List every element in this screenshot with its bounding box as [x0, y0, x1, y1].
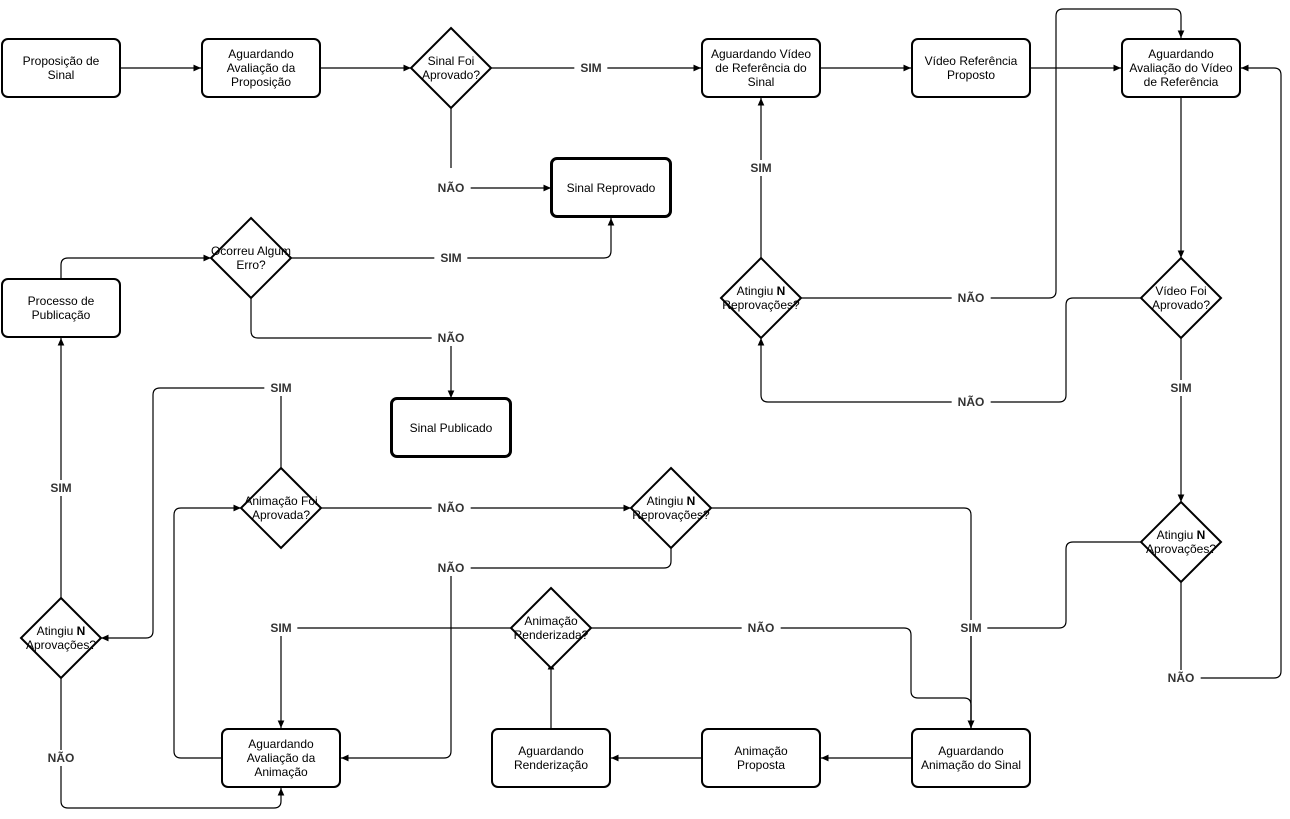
- edge-reprov-anim-sim: [711, 507, 975, 728]
- decision-label-part: Reprovações?: [632, 508, 710, 522]
- edge-label-sim: SIM: [1164, 380, 1198, 396]
- edge-label-sim: SIM: [954, 620, 988, 636]
- node-aguardando-avaliacao-video[interactable]: Aguardando Avaliação do Vídeo de Referên…: [1121, 38, 1241, 98]
- edge-label-sim: SIM: [264, 380, 298, 396]
- decision-reprov-anim-shape: [629, 466, 713, 550]
- node-aguardando-avaliacao-proposicao[interactable]: Aguardando Avaliação da Proposição: [201, 38, 321, 98]
- node-label: Aguardando Avaliação do Vídeo de Referên…: [1129, 47, 1233, 89]
- node-aguardando-video-referencia[interactable]: Aguardando Vídeo de Referência do Sinal: [701, 38, 821, 98]
- node-video-referencia-proposto[interactable]: Vídeo Referência Proposto: [911, 38, 1031, 98]
- node-label: Animação Proposta: [734, 744, 788, 772]
- node-aguardando-animacao[interactable]: Aguardando Animação do Sinal: [911, 728, 1031, 788]
- edge-label-nao: NÃO: [431, 180, 471, 196]
- decision-label: Sinal Foi Aprovado?: [421, 54, 481, 82]
- decision-anim-aprovada[interactable]: Animação Foi Aprovada?: [231, 488, 331, 528]
- edge-reprov-anim-nao: [341, 548, 672, 762]
- decision-label-part: Aprovações?: [25, 638, 97, 652]
- decision-label: Animação Foi Aprovada?: [244, 494, 318, 522]
- edge-sinal-aprovado-nao: [450, 108, 551, 188]
- node-sinal-publicado[interactable]: Sinal Publicado: [390, 397, 512, 458]
- decision-label-part: Reprovações?: [722, 298, 800, 312]
- decision-anim-aprovada-shape: [239, 466, 323, 550]
- decision-sinal-aprovado[interactable]: Sinal Foi Aprovado?: [401, 48, 501, 88]
- edge-publicacao-to-erro: [60, 254, 211, 278]
- decision-ocorreu-erro-shape: [209, 216, 293, 300]
- decision-label-n: N: [776, 284, 786, 298]
- edge-video-aprovado-nao: [757, 297, 1141, 403]
- node-animacao-proposta[interactable]: Animação Proposta: [701, 728, 821, 788]
- edge-renderizada-sim: [277, 627, 511, 728]
- edge-aprov-video-sim: [967, 541, 1141, 728]
- edge-aprov-anim-nao: [60, 678, 285, 809]
- decision-ocorreu-erro[interactable]: Ocorreu Algum Erro?: [201, 238, 301, 278]
- decision-label-part: Atingiu: [1156, 528, 1197, 542]
- node-label: Processo de Publicação: [27, 294, 95, 322]
- node-label: Aguardando Renderização: [513, 744, 589, 772]
- edge-avaliacao-anim-to-aprovada: [173, 504, 241, 759]
- node-sinal-reprovado[interactable]: Sinal Reprovado: [550, 157, 672, 218]
- node-label: Proposição de Sinal: [22, 54, 100, 82]
- edge-reprov-video-nao: [801, 8, 1185, 299]
- decision-label: Animação Renderizada?: [513, 614, 589, 642]
- decision-label-part: Atingiu: [36, 624, 77, 638]
- edge-aprov-video-nao: [1180, 64, 1282, 679]
- decision-shapes: [19, 26, 1223, 680]
- decision-label-n: N: [686, 494, 696, 508]
- node-label: Vídeo Referência Proposto: [924, 54, 1018, 82]
- node-label: Sinal Reprovado: [566, 180, 656, 195]
- edge-label-nao: NÃO: [1161, 670, 1201, 686]
- decision-label-n: N: [76, 624, 86, 638]
- node-aguardando-renderizacao[interactable]: Aguardando Renderização: [491, 728, 611, 788]
- decision-label-n: N: [1196, 528, 1206, 542]
- node-label: Aguardando Vídeo de Referência do Sinal: [710, 47, 812, 89]
- edge-label-nao: NÃO: [951, 290, 991, 306]
- edge-label-nao: NÃO: [431, 330, 471, 346]
- edge-erro-sim: [291, 218, 615, 259]
- node-label: Aguardando Avaliação da Proposição: [226, 47, 296, 89]
- edge-renderizada-nao: [591, 627, 975, 728]
- edge-label-nao: NÃO: [951, 394, 991, 410]
- decision-renderizada[interactable]: Animação Renderizada?: [501, 608, 601, 648]
- decision-video-aprovado-shape: [1139, 256, 1223, 340]
- edge-label-nao: NÃO: [431, 500, 471, 516]
- decision-label-part: Aprovações?: [1145, 542, 1217, 556]
- edge-anim-aprovada-sim: [101, 387, 282, 642]
- edge-label-nao: NÃO: [431, 560, 471, 576]
- edge-label-nao: NÃO: [41, 750, 81, 766]
- node-label: Aguardando Avaliação da Animação: [246, 737, 316, 779]
- decision-reprov-video-shape: [719, 256, 803, 340]
- node-proposicao-sinal[interactable]: Proposição de Sinal: [1, 38, 121, 98]
- edge-label-sim: SIM: [574, 60, 608, 76]
- edge-label-sim: SIM: [434, 250, 468, 266]
- decision-sinal-aprovado-shape: [409, 26, 493, 110]
- decision-label-part: Atingiu: [736, 284, 777, 298]
- node-label: Sinal Publicado: [409, 420, 493, 435]
- decision-video-aprovado[interactable]: Vídeo Foi Aprovado?: [1131, 278, 1231, 318]
- decision-aprov-anim-shape: [19, 596, 103, 680]
- decision-renderizada-shape: [509, 586, 593, 670]
- decision-label: Ocorreu Algum Erro?: [210, 244, 292, 272]
- edge-label-sim: SIM: [264, 620, 298, 636]
- edge-label-sim: SIM: [744, 160, 778, 176]
- edge-label-sim: SIM: [44, 480, 78, 496]
- edge-label-nao: NÃO: [741, 620, 781, 636]
- decision-label-part: Atingiu: [646, 494, 687, 508]
- node-label: Aguardando Animação do Sinal: [920, 744, 1022, 772]
- decision-aprov-video-shape: [1139, 500, 1223, 584]
- node-aguardando-avaliacao-animacao[interactable]: Aguardando Avaliação da Animação: [221, 728, 341, 788]
- node-processo-publicacao[interactable]: Processo de Publicação: [1, 278, 121, 338]
- decision-label: Vídeo Foi Aprovado?: [1151, 284, 1211, 312]
